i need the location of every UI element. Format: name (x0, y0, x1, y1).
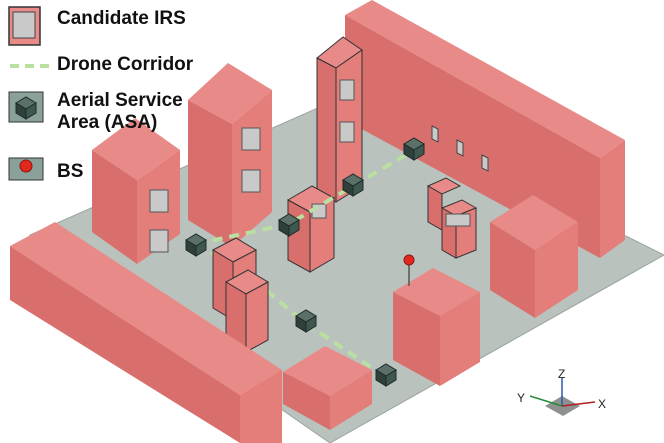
legend-bs-icon (8, 157, 44, 181)
drone-corridor-path (195, 148, 416, 246)
building-front-box (283, 346, 372, 430)
legend-asa-label-line2: Area (ASA) (57, 112, 158, 133)
legend-corridor-label: Drone Corridor (57, 54, 194, 75)
asa-cube (403, 137, 425, 161)
axis-indicator: Z Y X (517, 367, 606, 416)
building-tall-left (188, 63, 272, 247)
building-slender-center (316, 36, 363, 203)
drone-corridor-path-lower (194, 242, 386, 378)
asa-cube (342, 173, 364, 197)
axis-label-z: Z (558, 367, 565, 381)
building-left-tower (92, 118, 180, 264)
asa-cube (185, 233, 207, 257)
axis-label-x: X (598, 397, 606, 411)
asa-cubes (185, 137, 425, 387)
building-front-left (10, 222, 282, 443)
legend-bs-label: BS (57, 161, 84, 182)
wall-irs-panels (431, 125, 489, 172)
legend-asa-icon (8, 91, 44, 123)
legend-irs-label: Candidate IRS (57, 8, 186, 29)
legend-asa-label-line1: Aerial Service (57, 90, 183, 111)
base-station (403, 254, 415, 286)
building-right-small (426, 177, 478, 259)
building-front-right-cube (393, 268, 480, 386)
legend-irs-icon (8, 6, 41, 46)
axis-label-y: Y (517, 391, 525, 405)
asa-cube (375, 363, 397, 387)
asa-cube (278, 213, 300, 237)
building-front-pair (211, 237, 270, 353)
building-right-cube (490, 195, 578, 318)
asa-cube (295, 309, 317, 333)
